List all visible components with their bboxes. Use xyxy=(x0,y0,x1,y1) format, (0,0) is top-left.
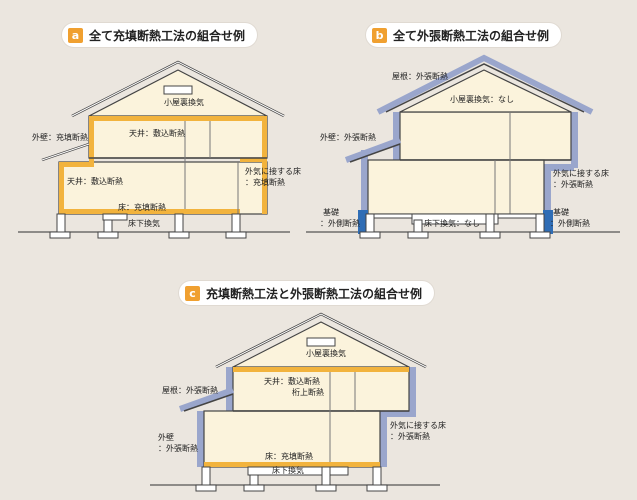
floor-insulation-a xyxy=(64,209,240,214)
label-b-attic: 小屋裏換気：なし xyxy=(450,94,514,104)
house-a: 小屋裏換気 天井：敷込断熱 外壁：充填断熱 天井：敷込断熱 床：充填断熱 床下換… xyxy=(18,60,301,239)
label-a-ceiling: 天井：敷込断熱 xyxy=(129,128,185,138)
title-a: a 全て充填断熱工法の組合せ例 xyxy=(62,23,258,47)
lower-roof-c xyxy=(183,393,234,412)
upper-wall-b xyxy=(399,111,572,161)
ceiling-insulation-a xyxy=(89,116,267,121)
upper-wall-insul-right-c xyxy=(409,367,416,415)
underfloor-vent-a xyxy=(102,213,128,221)
label-b-foundation-l1: 基礎 xyxy=(323,207,339,217)
lower-roof-insul-c xyxy=(178,387,235,412)
upper-wall-insul-left-b xyxy=(393,112,400,160)
roof-c-inner xyxy=(215,313,427,368)
foundation-insul-left-b xyxy=(358,210,368,234)
label-a-ceiling-low: 天井：敷込断熱 xyxy=(67,176,123,186)
label-c-ext-floor-2: ：外張断熱 xyxy=(390,431,430,441)
lower-roof-insul-b xyxy=(344,137,402,163)
label-b-foundation-r1: 基礎 xyxy=(553,207,569,217)
footings-a xyxy=(49,213,247,239)
label-b-wall: 外壁：外張断熱 xyxy=(320,132,376,142)
label-c-ceiling: 天井：敷込断熱 xyxy=(264,376,320,386)
label-a-ext-floor-1: 外気に接する床 xyxy=(245,166,301,176)
label-c-wall-1: 外壁 xyxy=(158,432,174,442)
title-b: b 全て外張断熱工法の組合せ例 xyxy=(366,23,562,47)
label-c-underfloor: 床下換気 xyxy=(272,465,304,475)
label-a-attic: 小屋裏換気 xyxy=(164,97,204,107)
label-b-underfloor: 床下換気：なし xyxy=(424,218,480,228)
label-a-floor: 床：充填断熱 xyxy=(118,202,166,212)
badge-b: b xyxy=(372,27,387,43)
label-c-ext-floor-1: 外気に接する床 xyxy=(390,420,446,430)
title-c-text: 充填断熱工法と外張断熱工法の組合せ例 xyxy=(206,286,423,301)
ext-floor-insul-c xyxy=(380,411,416,417)
floor-insulation-c xyxy=(204,462,380,467)
label-c-floor: 床：充填断熱 xyxy=(265,451,313,461)
lower-wall-b xyxy=(367,159,545,215)
title-a-text: 全て充填断熱工法の組合せ例 xyxy=(89,28,246,43)
roof-a-inner xyxy=(71,61,285,117)
footings-b xyxy=(359,213,551,239)
label-b-roof: 屋根：外張断熱 xyxy=(392,71,448,81)
label-b-ext-floor-1: 外気に接する床 xyxy=(553,168,609,178)
house-c: 小屋裏換気 天井：敷込断熱 桁上断熱 屋根：外張断熱 外壁 ：外張断熱 床：充填… xyxy=(150,312,446,492)
label-a-underfloor: 床下換気 xyxy=(128,218,160,228)
lower-wall-insul-right-b xyxy=(544,164,551,233)
label-c-girder: 桁上断熱 xyxy=(292,387,324,397)
badge-a: a xyxy=(68,27,83,43)
footings-c xyxy=(195,466,388,492)
label-c-wall-2: ：外張断熱 xyxy=(158,443,198,453)
low-ceiling-insul-a xyxy=(59,162,94,167)
upper-wall-insul-right-b xyxy=(571,112,578,168)
badge-c: c xyxy=(185,285,200,301)
underfloor-b xyxy=(411,213,499,225)
upper-wall-c xyxy=(232,366,410,412)
attic-b xyxy=(399,69,572,113)
lower-wall-insul-right-c xyxy=(380,411,387,467)
title-c: c 充填断熱工法と外張断熱工法の組合せ例 xyxy=(179,281,435,305)
lower-roof-b xyxy=(349,143,401,163)
roof-b xyxy=(385,63,585,113)
roof-insulation-b xyxy=(376,54,594,115)
upper-wall-insul-left-a xyxy=(89,116,94,162)
label-a-ext-floor-2: ：充填断熱 xyxy=(245,177,285,187)
house-b: 屋根：外張断熱 小屋裏換気：なし 外壁：外張断熱 基礎 ：外側断熱 床下換気：な… xyxy=(306,54,620,239)
attic-vent-a xyxy=(163,85,193,95)
label-c-roof: 屋根：外張断熱 xyxy=(162,385,218,395)
underfloor-c xyxy=(247,466,349,476)
ext-floor-insul-a xyxy=(240,158,267,162)
label-b-foundation-r2: ：外側断熱 xyxy=(550,218,590,228)
lower-wall-insul-right-a xyxy=(262,158,267,214)
label-a-wall: 外壁：充填断熱 xyxy=(32,132,88,142)
lower-wall-c xyxy=(203,410,381,468)
lower-wall-insul-left-a xyxy=(59,162,64,214)
lower-roof-a-inner xyxy=(41,143,90,161)
lower-wall-insul-left-c xyxy=(197,411,204,467)
label-b-foundation-l2: ：外側断熱 xyxy=(320,218,360,228)
label-b-ext-floor-2: ：外張断熱 xyxy=(553,179,593,189)
title-b-text: 全て外張断熱工法の組合せ例 xyxy=(393,28,550,43)
label-c-attic: 小屋裏換気 xyxy=(306,348,346,358)
foundation-insul-right-b xyxy=(543,210,553,234)
upper-wall-insul-right-a xyxy=(262,116,267,162)
ceiling-insulation-c xyxy=(233,367,409,372)
ext-floor-insul-b xyxy=(544,164,574,171)
attic-vent-c xyxy=(306,337,336,347)
lower-wall-insul-left-b xyxy=(361,150,368,233)
